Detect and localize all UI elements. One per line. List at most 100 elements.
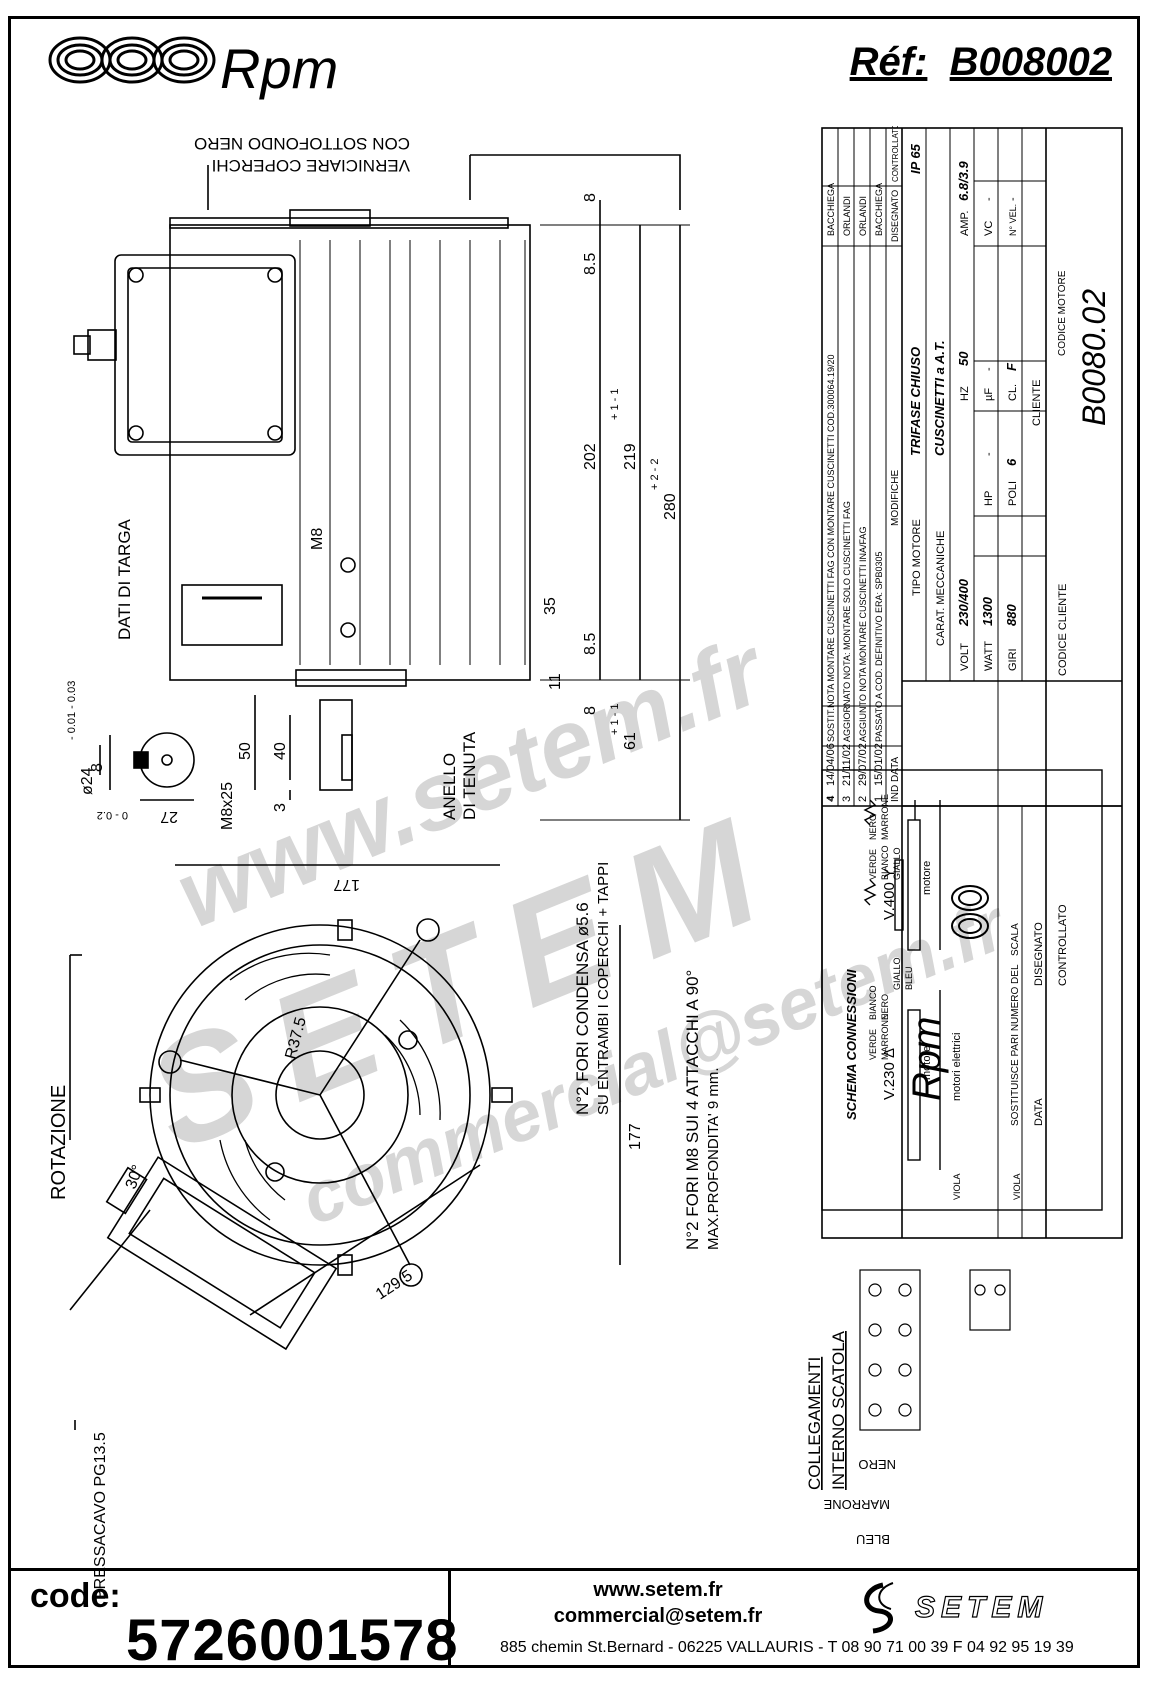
rpm-logo: Rpm [48, 36, 338, 100]
svg-text:27: 27 [160, 808, 178, 825]
svg-text:VIOLA: VIOLA [952, 1173, 962, 1200]
email-link[interactable]: commercial@setem.fr [553, 1605, 763, 1627]
svg-text:11: 11 [547, 673, 564, 690]
svg-text:219: 219 [622, 443, 639, 470]
coil-icon [48, 36, 216, 84]
motor-front-view [149, 924, 491, 1266]
cable-gland-side [87, 329, 117, 361]
svg-text:6: 6 [1004, 458, 1019, 466]
rev-3-text: AGGIORNATO NOTA: MONTARE SOLO CUSCINETTI… [842, 501, 852, 742]
box-title-2: INTERNO SCATOLA [829, 1330, 848, 1490]
svg-text:VERDE: VERDE [868, 1029, 878, 1060]
svg-text:2: 2 [857, 796, 869, 802]
svg-text:NERO: NERO [880, 994, 890, 1020]
svg-text:motori elettrici: motori elettrici [951, 1033, 963, 1101]
svg-text:BLEU: BLEU [856, 1532, 890, 1547]
paint-note-2: CON SOTTOFONDO NERO [194, 134, 410, 153]
svg-text:3: 3 [841, 796, 853, 802]
svg-text:BIANCO: BIANCO [868, 985, 878, 1020]
svg-text:30°: 30° [123, 1163, 147, 1192]
svg-text:21/11/02: 21/11/02 [841, 744, 853, 786]
motor-code: B0080.02 [1076, 289, 1112, 426]
svg-text:ORLANDI: ORLANDI [842, 196, 852, 236]
svg-text:MODIFICHE: MODIFICHE [890, 470, 901, 526]
box-title-1: COLLEGAMENTI [805, 1357, 824, 1490]
svg-text:177: 177 [627, 1123, 644, 1150]
wiring-diagram: SCHEMA CONNESSIONI V.400 Y V.230 Δ motor… [821, 769, 1103, 1211]
seal-label-1: ANELLO [440, 753, 459, 820]
code-value: 5726001578 [126, 1608, 459, 1673]
svg-text:CONTROLLATO: CONTROLLATO [1057, 904, 1069, 986]
rotation-label: ROTAZIONE [48, 1085, 70, 1200]
seal-label-2: DI TENUTA [460, 731, 479, 820]
svg-text:8.5: 8.5 [582, 633, 599, 655]
svg-text:CARAT. MECCANICHE: CARAT. MECCANICHE [935, 531, 947, 646]
svg-text:HP: HP [983, 491, 995, 506]
svg-text:29/07/02: 29/07/02 [857, 743, 869, 786]
svg-text:N° VEL.: N° VEL. [1008, 204, 1018, 236]
svg-text:8.5: 8.5 [582, 253, 599, 275]
svg-text:CL.: CL. [1007, 384, 1019, 401]
svg-text:M8x25: M8x25 [219, 782, 236, 830]
svg-text:MARRONE: MARRONE [823, 1497, 890, 1512]
svg-text:NERO: NERO [868, 814, 878, 840]
svg-text:280: 280 [662, 493, 679, 520]
svg-text:177: 177 [333, 876, 360, 893]
paint-note-1: VERNICIARE COPERCHI [212, 156, 410, 175]
holes-note-2: SU ENTRAMBI I COPERCHI + TAPPI [595, 862, 612, 1115]
motor-type: TRIFASE CHIUSO [908, 347, 923, 456]
svg-text:CUSCINETTI a A.T.: CUSCINETTI a A.T. [932, 340, 947, 456]
terminal-box [114, 254, 296, 456]
motor-side-body [169, 224, 531, 681]
brand-name: Rpm [220, 37, 338, 100]
holes-note-3: N°2 FORI M8 SUI 4 ATTACCHI A 90° [683, 970, 702, 1250]
reference: Réf: B008002 [850, 40, 1112, 85]
website-link[interactable]: www.setem.fr [593, 1579, 723, 1601]
svg-text:ø24: ø24 [79, 767, 96, 795]
svg-text:IP 65: IP 65 [908, 143, 923, 174]
drawing-frame [8, 16, 1140, 1668]
svg-text:POLI: POLI [1007, 481, 1019, 506]
svg-text:CODICE CLIENTE: CODICE CLIENTE [1057, 584, 1069, 676]
svg-text:BACCHIEGA: BACCHIEGA [826, 183, 836, 236]
svg-text:F: F [1004, 362, 1019, 371]
svg-text:40: 40 [272, 742, 289, 760]
svg-text:DISEGNATO: DISEGNATO [890, 190, 900, 242]
rpm-coil-icon-small [951, 885, 989, 939]
svg-text:CLIENTE: CLIENTE [1031, 380, 1043, 426]
svg-text:6.8/3.9: 6.8/3.9 [956, 160, 971, 201]
svg-text:HZ: HZ [959, 386, 971, 401]
address: 885 chemin St.Bernard - 06225 VALLAURIS … [500, 1639, 1074, 1656]
svg-text:1: 1 [873, 796, 885, 802]
svg-text:+ 2 - 2: + 2 - 2 [649, 459, 661, 491]
swirl-icon [864, 1582, 893, 1634]
svg-text:WATT: WATT [983, 641, 995, 671]
rev-1-text: PASSATO A COD. DEFINITIVO ERA: SPB0305 [874, 551, 884, 742]
svg-text:TIPO MOTORE: TIPO MOTORE [911, 519, 923, 596]
title-block: 4 4 14/04/06 SOSTIT.NOTA MONTARE CUSCINE… [821, 126, 1123, 1239]
ref-value: B008002 [949, 40, 1112, 84]
svg-text:GIRI: GIRI [1007, 648, 1019, 671]
code-label: code: [30, 1577, 121, 1615]
contact: www.setem.fr commercial@setem.fr [548, 1577, 768, 1629]
svg-text:4: 4 [825, 796, 837, 802]
svg-text:DATA: DATA [1033, 1098, 1045, 1126]
cooling-fins [299, 240, 526, 665]
code-box: code: 5726001578 [8, 1571, 458, 1673]
svg-text:8: 8 [582, 706, 599, 715]
svg-text:202: 202 [582, 443, 599, 470]
svg-text:8: 8 [89, 763, 106, 772]
svg-text:motore: motore [921, 1046, 933, 1080]
svg-text:SOSTITUISCE PARI NUMERO DEL: SOSTITUISCE PARI NUMERO DEL [1010, 964, 1021, 1126]
svg-text:CODICE MOTORE: CODICE MOTORE [1057, 270, 1068, 356]
svg-text:BIANCO: BIANCO [880, 845, 890, 880]
svg-text:VERDE: VERDE [868, 849, 878, 880]
svg-text:MARRONE: MARRONE [880, 794, 890, 840]
svg-text:61: 61 [622, 732, 639, 750]
vent-slots [219, 952, 441, 1221]
svg-text:230/400: 230/400 [956, 578, 971, 627]
nameplate [181, 584, 283, 646]
svg-text:VIOLA: VIOLA [1012, 1173, 1022, 1200]
plate-label: DATI DI TARGA [115, 518, 134, 640]
